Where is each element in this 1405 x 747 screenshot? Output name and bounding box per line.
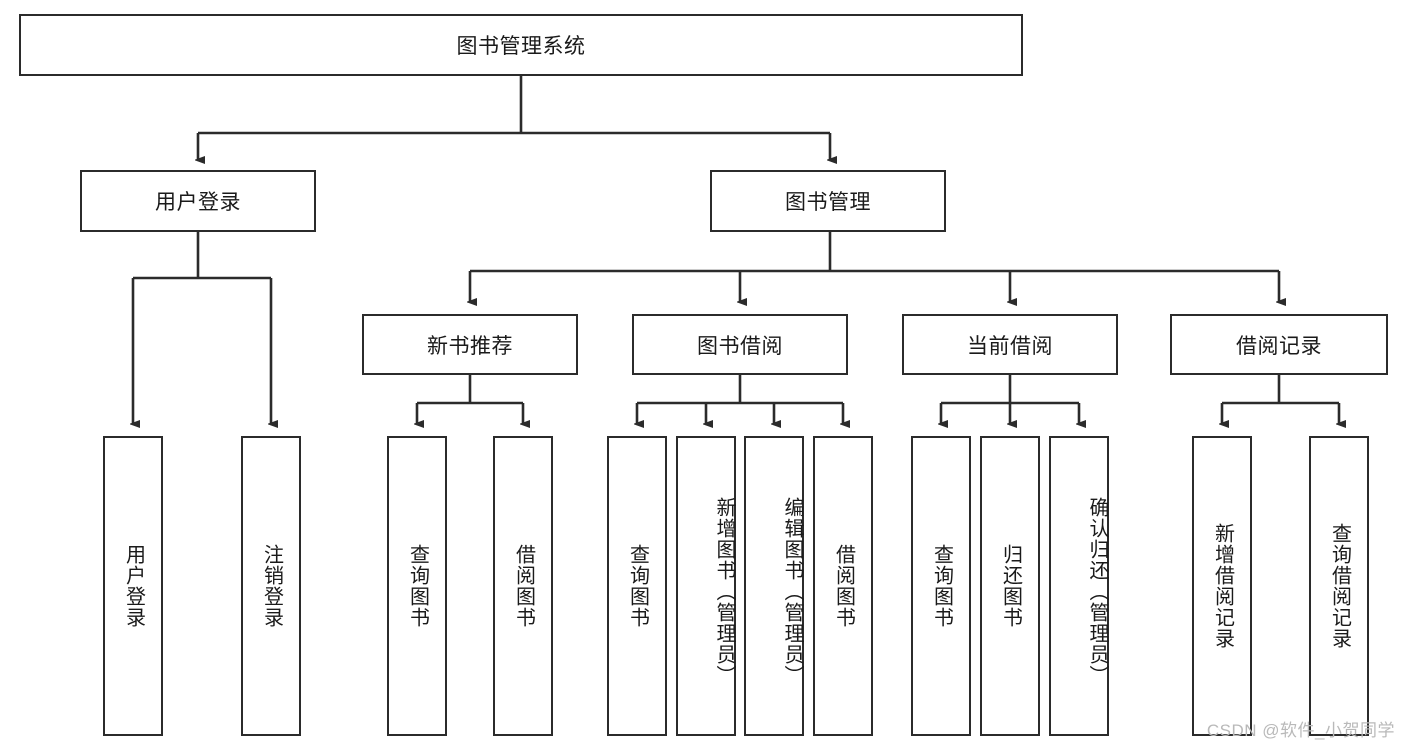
leaf-borrow-record-add-record[interactable]: 新增借阅记录 bbox=[1192, 436, 1252, 736]
leaf-new-book-query-book[interactable]: 查询图书 bbox=[387, 436, 447, 736]
node-root-book-management-system[interactable]: 图书管理系统 bbox=[19, 14, 1023, 76]
leaf-book-borrow-borrow-book[interactable]: 借阅图书 bbox=[813, 436, 873, 736]
leaf-user-login-login[interactable]: 用户登录 bbox=[103, 436, 163, 736]
node-book-management[interactable]: 图书管理 bbox=[710, 170, 946, 232]
node-label: 新书推荐 bbox=[427, 334, 513, 358]
node-user-login[interactable]: 用户登录 bbox=[80, 170, 316, 232]
node-current-borrow[interactable]: 当前借阅 bbox=[902, 314, 1118, 375]
node-new-book-recommend[interactable]: 新书推荐 bbox=[362, 314, 578, 375]
node-label: 借阅图书 bbox=[512, 544, 535, 628]
node-label: 确认归还（管理员） bbox=[1086, 496, 1108, 686]
node-label: 图书管理系统 bbox=[456, 35, 586, 58]
node-label: 新增借阅记录 bbox=[1211, 523, 1234, 649]
leaf-book-borrow-query-book[interactable]: 查询图书 bbox=[607, 436, 667, 736]
node-label: 借阅记录 bbox=[1236, 334, 1322, 358]
node-label: 用户登录 bbox=[155, 191, 241, 214]
node-label: 归还图书 bbox=[999, 544, 1022, 628]
leaf-current-borrow-confirm-return-admin[interactable]: 确认归还（管理员） bbox=[1049, 436, 1109, 736]
node-label: 查询图书 bbox=[930, 544, 953, 628]
leaf-book-borrow-edit-book-admin[interactable]: 编辑图书（管理员） bbox=[744, 436, 804, 736]
node-label: 查询图书 bbox=[626, 544, 649, 628]
node-label: 用户登录 bbox=[122, 544, 145, 628]
node-label: 图书借阅 bbox=[697, 334, 783, 358]
node-label: 查询借阅记录 bbox=[1328, 523, 1351, 649]
node-label: 查询图书 bbox=[406, 544, 429, 628]
leaf-new-book-borrow-book[interactable]: 借阅图书 bbox=[493, 436, 553, 736]
watermark: CSDN @软件_小贺同学 bbox=[1206, 721, 1395, 740]
node-label: 注销登录 bbox=[260, 544, 283, 628]
node-label: 图书管理 bbox=[785, 191, 871, 214]
node-label: 编辑图书（管理员） bbox=[781, 496, 803, 686]
node-borrow-record[interactable]: 借阅记录 bbox=[1170, 314, 1388, 375]
node-book-borrow[interactable]: 图书借阅 bbox=[632, 314, 848, 375]
leaf-book-borrow-add-book-admin[interactable]: 新增图书（管理员） bbox=[676, 436, 736, 736]
leaf-current-borrow-query-book[interactable]: 查询图书 bbox=[911, 436, 971, 736]
node-label: 当前借阅 bbox=[967, 334, 1053, 358]
leaf-borrow-record-query-record[interactable]: 查询借阅记录 bbox=[1309, 436, 1369, 736]
node-label: 新增图书（管理员） bbox=[713, 496, 735, 686]
node-label: 借阅图书 bbox=[832, 544, 855, 628]
leaf-user-login-logout[interactable]: 注销登录 bbox=[241, 436, 301, 736]
leaf-current-borrow-return-book[interactable]: 归还图书 bbox=[980, 436, 1040, 736]
